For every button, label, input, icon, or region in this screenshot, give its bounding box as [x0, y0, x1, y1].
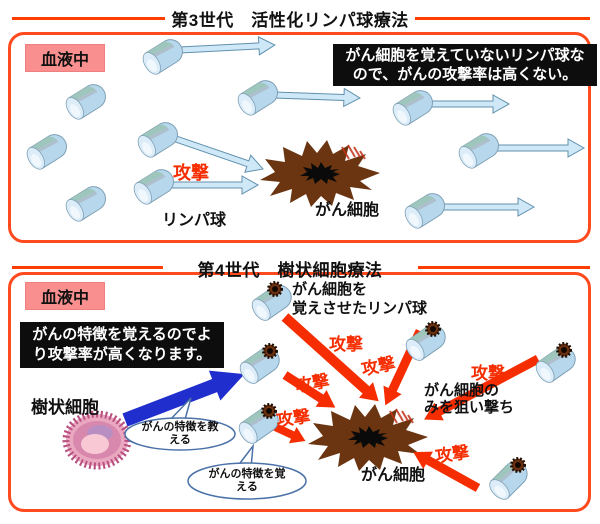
blood-label-gen4: 血液中	[25, 282, 105, 310]
swim-arrow-icons-gen3	[170, 36, 586, 217]
cancer-label-gen4: がん細胞	[361, 467, 426, 484]
snipe-label-line1: がん細胞の	[424, 382, 500, 399]
snipe-label: がん細胞の みを狙い撃ち	[424, 382, 514, 416]
cancer-label-gen3: がん細胞	[315, 202, 380, 219]
bubble-learn-text: がんの特徴を覚 える	[190, 468, 304, 494]
bubble-teach-line2: える	[169, 434, 191, 446]
lymphocyte-label: リンパ球	[162, 212, 227, 229]
note-gen3-line2: ので、がんの攻撃率は高くない。	[352, 66, 578, 83]
dendritic-cell-icon	[66, 414, 128, 466]
note-gen4: がんの特徴を覚えるのでよ り攻撃率が高くなります。	[20, 322, 224, 368]
attack-label-6: 攻撃	[434, 442, 471, 467]
memory-lymphocyte-label-line1: がん細胞を	[292, 281, 368, 298]
title-gen4: 第4世代 樹状細胞療法	[197, 261, 383, 280]
bubble-learn-line2: える	[236, 481, 258, 493]
snipe-label-line2: みを狙い撃ち	[424, 399, 515, 416]
note-gen3-line1: がん細胞を覚えていないリンパ球な	[345, 47, 585, 64]
blood-label-gen3: 血液中	[25, 44, 105, 72]
title-rule-right-gen4	[418, 266, 590, 269]
note-gen3: がん細胞を覚えていないリンパ球な ので、がんの攻撃率は高くない。	[333, 44, 597, 86]
dendritic-label: 樹状細胞	[31, 398, 99, 417]
note-gen4-line1: がんの特徴を覚えるのでよ	[32, 326, 212, 343]
title-rule-left-gen3	[12, 17, 165, 20]
speech-bubble-teach	[124, 397, 236, 451]
teach-arrow-icon	[122, 370, 245, 427]
note-gen4-line2: り攻撃率が高くなります。	[32, 346, 212, 363]
title-rule-right-gen3	[415, 17, 590, 20]
memory-lymphocyte-label: がん細胞を 覚えさせたリンパ球	[292, 280, 427, 318]
attack-label-1: 攻撃	[329, 335, 363, 354]
title-rule-left-gen4	[12, 266, 163, 269]
attack-label-5: 攻撃	[275, 406, 312, 431]
title-gen3: 第3世代 活性化リンパ球療法	[171, 11, 409, 30]
attack-label-4: 攻撃	[471, 364, 505, 383]
speech-bubble-learn	[187, 443, 307, 500]
attack-arrow-icons-gen4	[269, 313, 541, 492]
bubble-teach-text: がんの特徴を教 える	[128, 421, 232, 447]
memory-lymphocyte-label-line2: 覚えさせたリンパ球	[292, 300, 428, 317]
attack-label-gen3: 攻撃	[173, 163, 209, 183]
bubble-teach-line1: がんの特徴を教	[141, 421, 219, 433]
bubble-learn-line1: がんの特徴を覚	[208, 468, 286, 480]
